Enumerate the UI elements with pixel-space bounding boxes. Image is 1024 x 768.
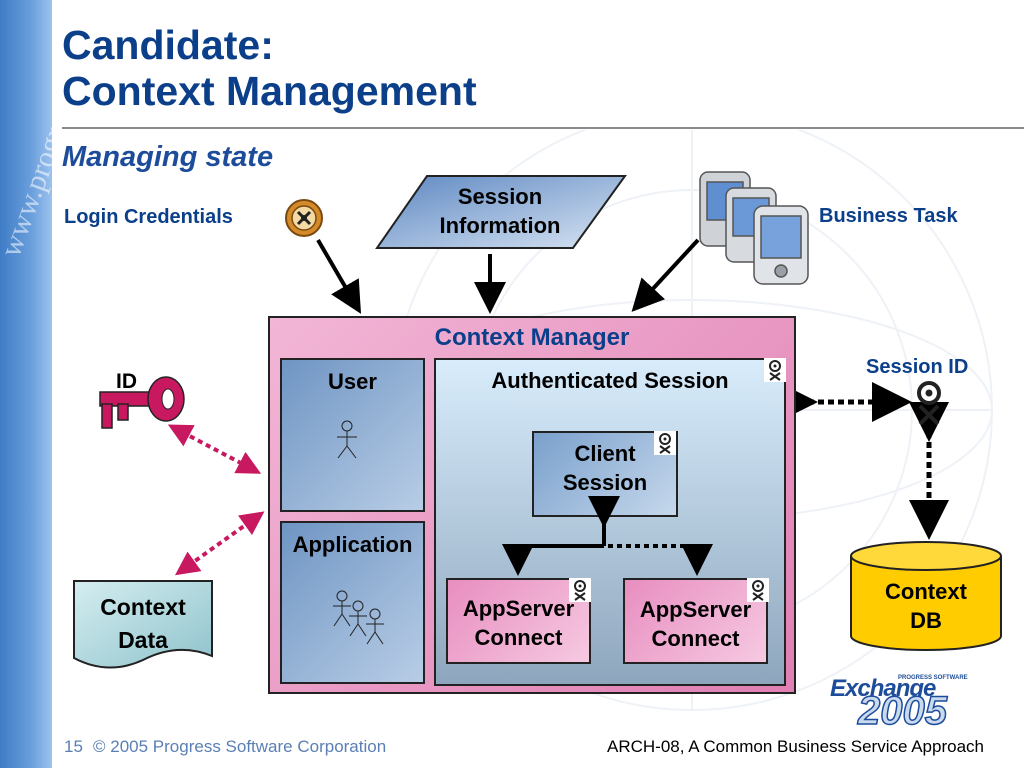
title-line-2: Context Management [62, 68, 477, 114]
appserver-connect-label-1: AppServer Connect [462, 596, 575, 650]
context-db-label: Context DB [885, 579, 967, 633]
session-token-icon [654, 431, 676, 455]
arrow-task-to-manager [631, 238, 700, 312]
gear-badge-icon [285, 199, 323, 237]
session-token-icon [569, 578, 591, 602]
slide-number: 15 [64, 737, 83, 756]
link-key-to-user [167, 424, 262, 474]
copyright-text: © 2005 Progress Software Corporation [93, 737, 387, 756]
authenticated-session-label: Authenticated Session [491, 368, 729, 393]
context-db-cylinder [850, 541, 1002, 651]
arrow-login-to-manager [316, 238, 362, 314]
context-data-document [73, 580, 213, 669]
page-subtitle: Managing state [62, 141, 274, 173]
pda-devices-icon [699, 171, 809, 285]
link-client-to-appserver-1 [502, 544, 604, 576]
sidebar-strip: www.progress [0, 0, 52, 768]
stick-figure-icon [337, 420, 357, 459]
title-divider [62, 127, 1024, 129]
application-panel [280, 521, 425, 684]
appserver-connect-label-2: AppServer Connect [639, 597, 752, 651]
exchange-2005-logo: PROGRESS SOFTWARE Exchange 2005 [830, 675, 968, 734]
link-client-to-appserver-2 [608, 544, 713, 576]
appserver-connect-box-1 [446, 578, 591, 664]
id-label: ID [116, 370, 137, 393]
session-information-label: Session Information [439, 184, 561, 238]
key-icon [99, 376, 185, 429]
session-code-text: ARCH-08, A Common Business Service Appro… [606, 737, 984, 756]
session-id-token-icon [917, 381, 941, 426]
session-id-label: Session ID [866, 356, 969, 378]
session-token-icon [747, 578, 769, 602]
business-task-label: Business Task [819, 205, 958, 227]
user-panel [280, 358, 425, 512]
page-title: Candidate: Context Management [62, 22, 477, 114]
context-data-label: Context Data [100, 594, 186, 653]
group-figures-icon [333, 590, 384, 645]
user-label: User [328, 369, 377, 394]
context-manager-title: Context Manager [434, 324, 630, 351]
application-label: Application [292, 532, 413, 557]
title-line-1: Candidate: [62, 22, 274, 68]
client-session-label: Client Session [562, 441, 648, 495]
appserver-connect-box-2 [623, 578, 768, 664]
login-credentials-label: Login Credentials [64, 206, 233, 228]
session-token-icon [764, 358, 786, 382]
session-information-shape [375, 175, 627, 249]
